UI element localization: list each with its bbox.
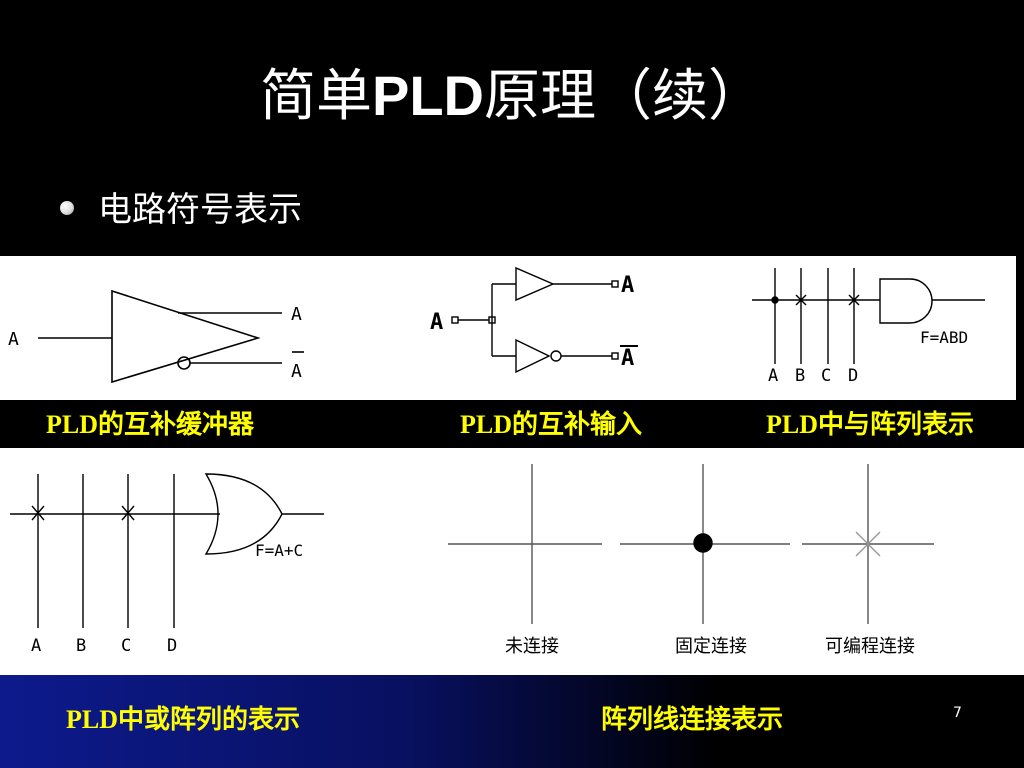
caption-complementary-input: PLD的互补输入 bbox=[460, 410, 643, 439]
slide-title: 简单PLD原理（续） bbox=[260, 64, 764, 129]
caption-or-array: PLD中或阵列的表示 bbox=[66, 705, 301, 734]
connection-none-label: 未连接 bbox=[505, 636, 559, 657]
and-array-label-c: C bbox=[821, 366, 831, 386]
complementary-input-diagram bbox=[451, 266, 638, 374]
connection-programmable-diagram bbox=[802, 464, 934, 624]
or-array-label-b: B bbox=[76, 636, 86, 656]
caption-and-array: PLD中与阵列表示 bbox=[766, 410, 975, 439]
and-array-label-d: D bbox=[848, 366, 858, 386]
and-array-function-label: F=ABD bbox=[920, 328, 968, 347]
connection-programmable-label: 可编程连接 bbox=[825, 636, 915, 657]
input-diagram-out2-label: A bbox=[621, 346, 634, 371]
connection-none-diagram bbox=[448, 464, 602, 624]
caption-connections: 阵列线连接表示 bbox=[601, 705, 784, 734]
bottom-diagram-panel: A B C D F=A+C 未连接 固定连接 可编程连接 bbox=[0, 448, 1024, 675]
or-array-function-label: F=A+C bbox=[255, 541, 303, 560]
and-array-label-a: A bbox=[768, 366, 778, 386]
and-array-diagram bbox=[752, 268, 985, 364]
caption-complementary-buffer: PLD的互补缓冲器 bbox=[46, 410, 255, 439]
bullet-item: 电路符号表示 bbox=[60, 186, 302, 234]
input-diagram-out1-label: A bbox=[621, 273, 634, 298]
top-diagram-panel: A A A A A A bbox=[0, 256, 1016, 400]
footer-band bbox=[0, 675, 1024, 768]
and-array-label-b: B bbox=[795, 366, 805, 386]
top-diagrams-svg: A A A A A A bbox=[8, 266, 985, 386]
buffer-out2-label: A bbox=[291, 361, 302, 382]
or-array-label-d: D bbox=[167, 636, 177, 656]
bottom-diagrams-svg: A B C D F=A+C 未连接 固定连接 可编程连接 bbox=[10, 464, 934, 657]
complementary-buffer-diagram bbox=[38, 289, 304, 384]
buffer-out1-label: A bbox=[291, 304, 302, 325]
connection-fixed-label: 固定连接 bbox=[675, 636, 747, 657]
input-diagram-input-label: A bbox=[430, 310, 443, 335]
connection-fixed-diagram bbox=[620, 464, 790, 624]
or-array-label-c: C bbox=[121, 636, 131, 656]
or-array-diagram bbox=[10, 473, 324, 628]
or-array-label-a: A bbox=[31, 636, 41, 656]
slide-number: 7 bbox=[953, 705, 962, 721]
bullet-dot-icon bbox=[60, 200, 74, 215]
buffer-input-label: A bbox=[8, 329, 19, 350]
